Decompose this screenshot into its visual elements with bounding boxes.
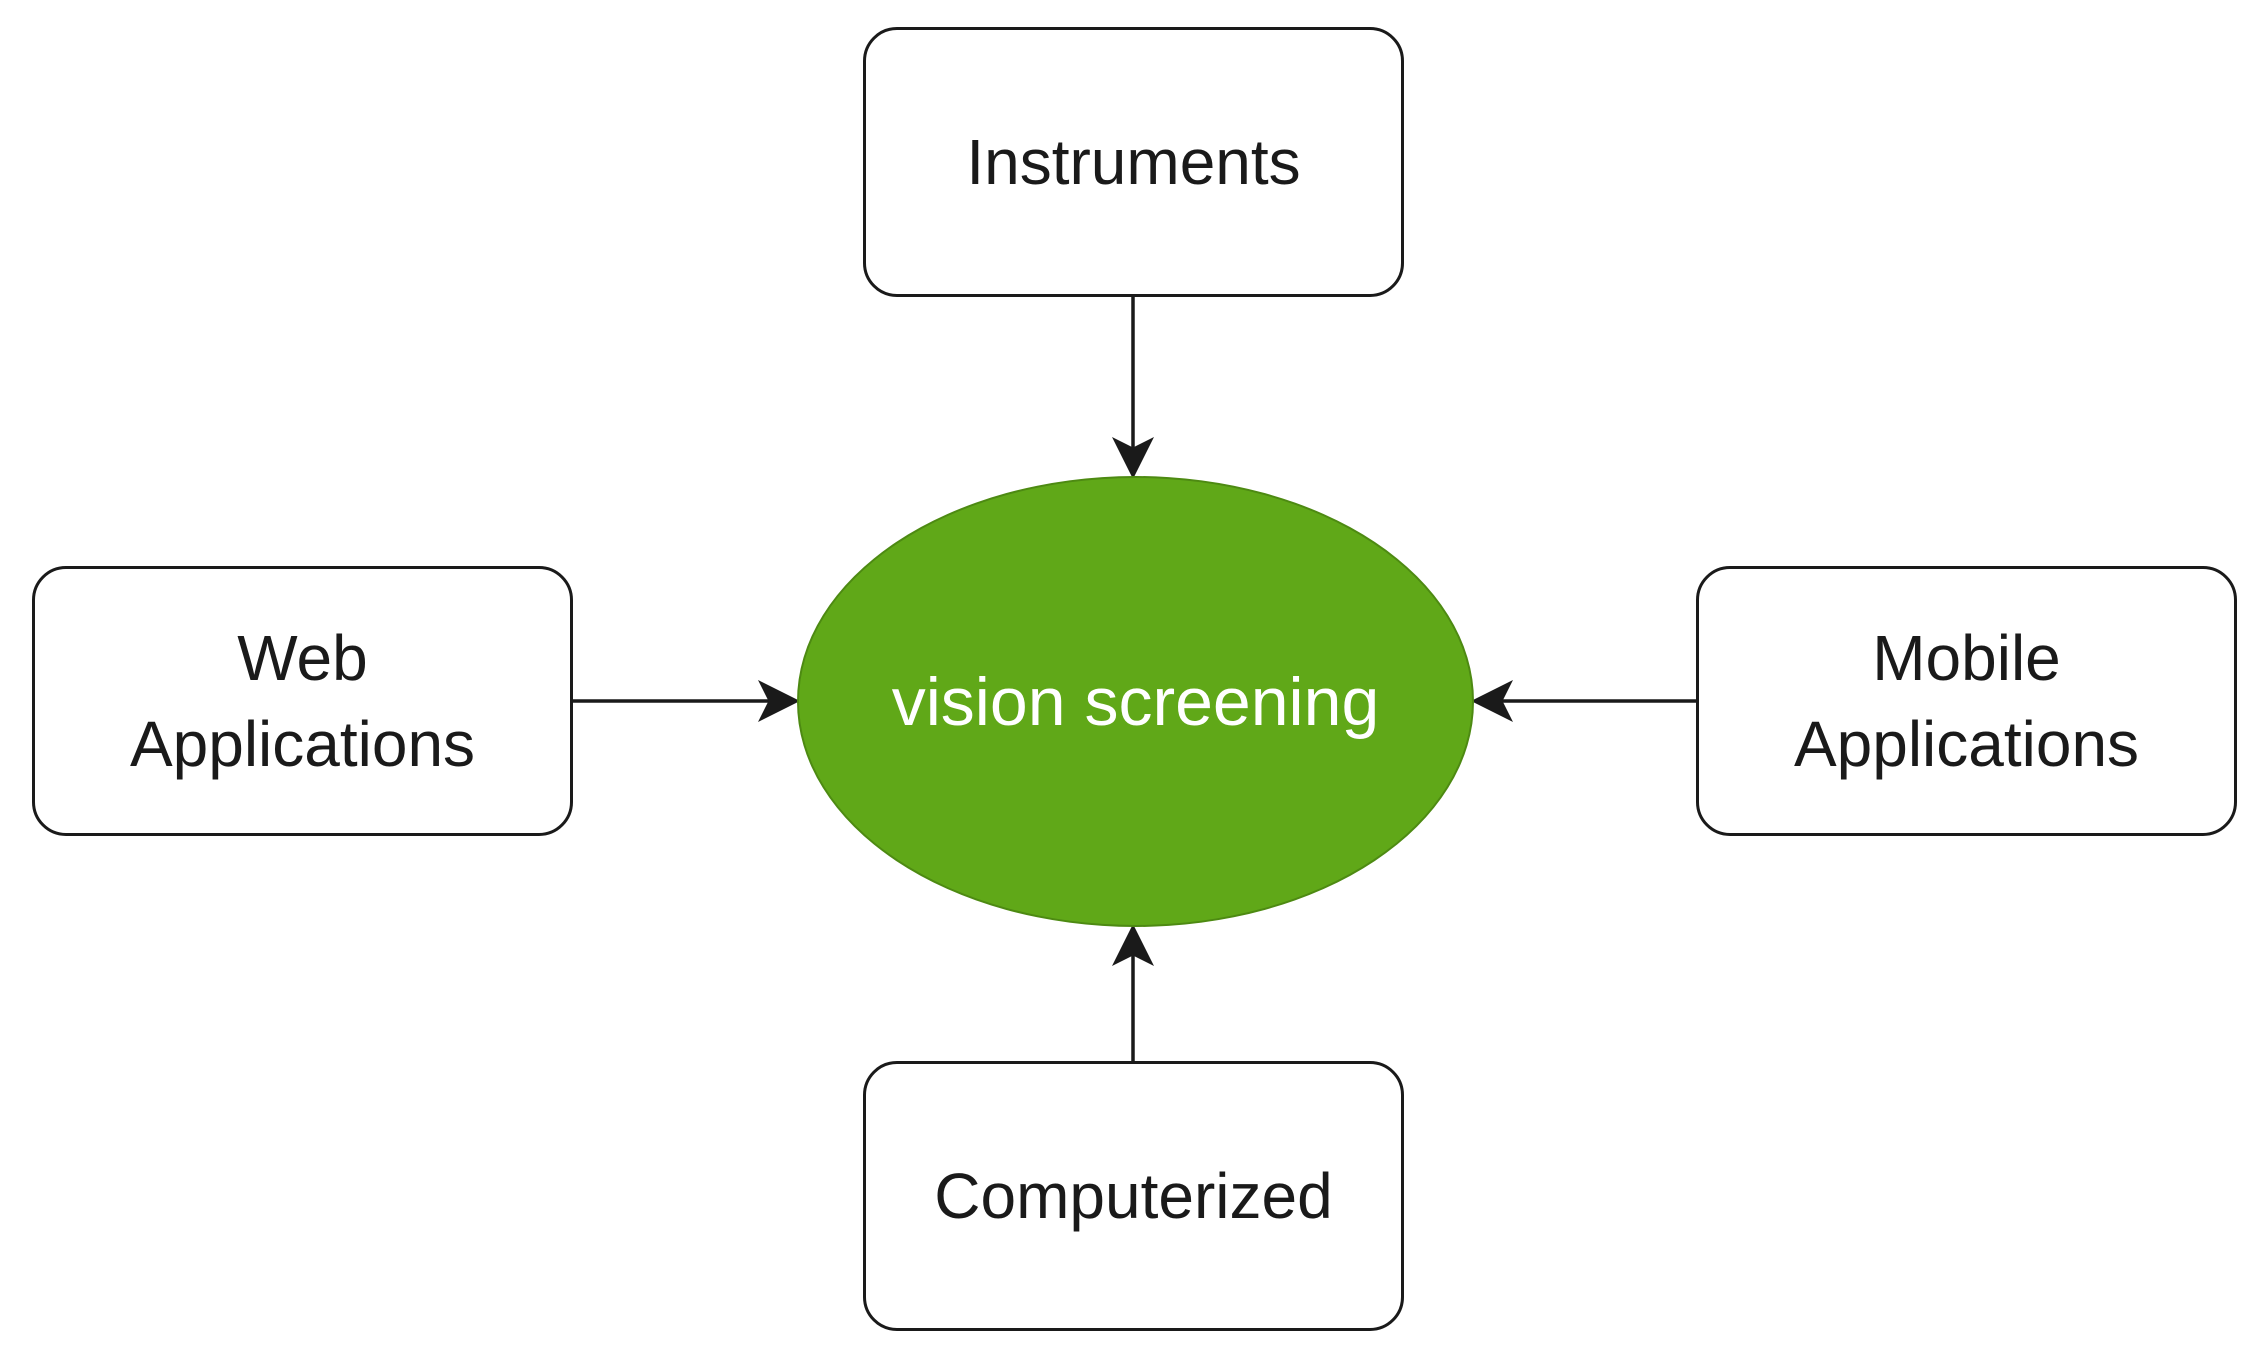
node-mobile-label-line-1: Mobile [1872,622,2061,694]
node-instruments: Instruments [863,27,1404,297]
center-node-vision-screening: vision screening [797,476,1474,927]
node-instruments-label: Instruments [966,126,1301,198]
node-web-label-line-2: Applications [129,708,476,780]
node-web-label-line-1: Web [237,622,368,694]
center-node-label: vision screening [891,663,1380,740]
node-computerized: Computerized [863,1061,1404,1331]
node-mobile-applications: Mobile Applications [1696,566,2237,836]
node-web-applications: Web Applications [32,566,573,836]
node-mobile-label-line-2: Applications [1793,708,2140,780]
node-computerized-label: Computerized [934,1160,1333,1232]
